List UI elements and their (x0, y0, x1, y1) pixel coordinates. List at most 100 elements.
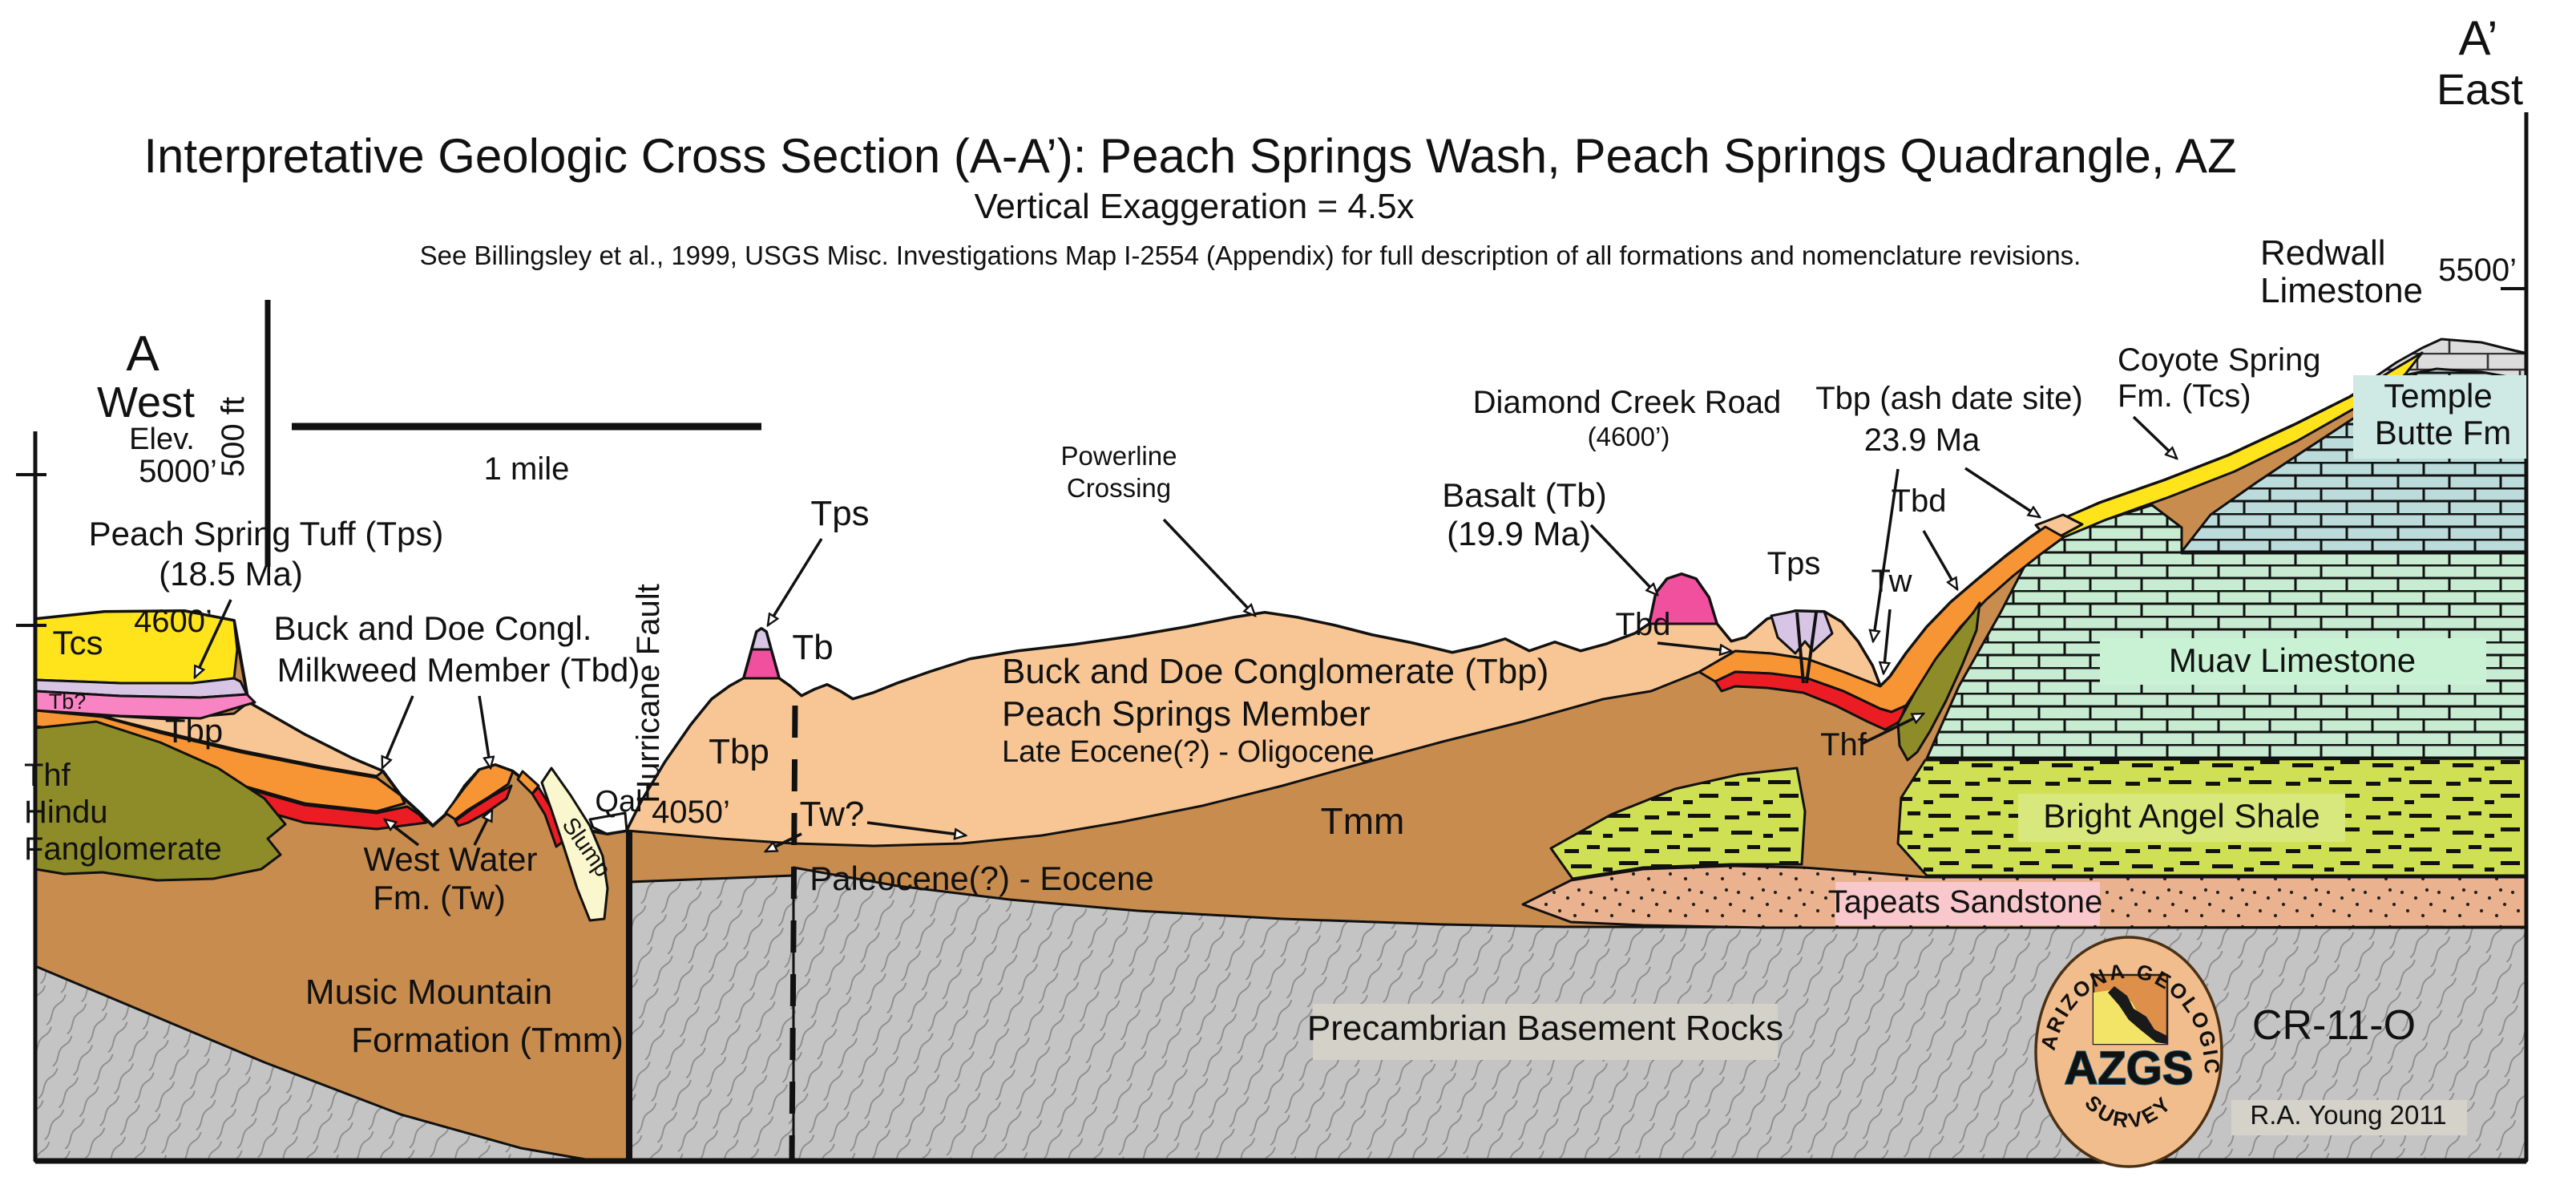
tbd-east-arrow-1 (1657, 641, 1731, 651)
coyote-spring-east-band (2044, 351, 2424, 539)
slump-body (540, 766, 609, 922)
dashed-fault-line (789, 705, 798, 1162)
coyote-1-label: Coyote Spring (2118, 342, 2320, 378)
temple-butte-1-label: Temple (2384, 377, 2492, 415)
elev-5000-label: 5000’ (139, 454, 217, 489)
muav-limestone-label: Muav Limestone (2169, 641, 2416, 679)
thf-1-label: Thf (24, 758, 71, 793)
qal-label-label: Qal (595, 785, 642, 819)
thf-west-blob (34, 720, 287, 882)
bright-angel-label: Bright Angel Shale (2043, 797, 2320, 835)
powerline-2-label: Crossing (1067, 473, 1171, 503)
tps-west-arrow (193, 599, 232, 677)
tw-query-arrow-2 (866, 821, 966, 835)
west-water-2-label: Fm. (Tw) (373, 879, 506, 916)
elev-5500-label: 5500’ (2438, 253, 2517, 288)
tbd-west-rim (444, 763, 515, 821)
tps-butte-cap (750, 627, 773, 651)
peach-spring-age-label: (18.5 Ma) (159, 555, 303, 593)
muav-box (2100, 638, 2486, 685)
ash-age-arrow (1964, 467, 2040, 517)
west-water-1-label: West Water (363, 840, 537, 878)
temple-box (2353, 375, 2526, 459)
peach-spring-tuff-label: Peach Spring Tuff (Tps) (89, 515, 444, 552)
tb-butte-label: Tb (792, 628, 833, 667)
tapeats-label: Tapeats Sandstone (1828, 884, 2102, 920)
azgs-state-shape (2092, 973, 2169, 1046)
thf-east-label: Thf (1820, 727, 1867, 762)
redwall-2-label: Limestone (2260, 271, 2423, 310)
bright-angel-shale-west (1549, 766, 1807, 880)
tb-query-label: Tb? (49, 690, 87, 714)
title-label: Interpretative Geologic Cross Section (A… (143, 129, 2236, 183)
tps-graben-east (1770, 609, 1834, 655)
tbd-east-2-label: Tbd (1892, 483, 1947, 519)
paleocene-eocene-label: Paleocene(?) - Eocene (810, 859, 1154, 897)
tw-east-label: Tw (1871, 564, 1912, 599)
ash-date-site-label: Tbp (ash date site) (1815, 381, 2083, 416)
author-box (2231, 1100, 2467, 1135)
tbd-west-arrow-2 (478, 695, 491, 768)
tw-query-arrow-1 (765, 832, 802, 853)
buck-doe-2-label: Peach Springs Member (1002, 694, 1371, 734)
tbp-west-label: Tbp (165, 712, 223, 750)
music-mountain-1-label: Music Mountain (305, 973, 552, 1012)
tcs-west-label: Tcs (53, 624, 103, 661)
tw-west-rim (454, 784, 513, 827)
tb-butte-cap (742, 648, 781, 680)
diamond-creek-elev-label: (4600’) (1588, 422, 1670, 451)
redwall-1-label: Redwall (2260, 233, 2386, 273)
basalt-arrow (1589, 524, 1657, 595)
ash-site-arrow (1873, 468, 1900, 641)
buck-doe-3-label: Late Eocene(?) - Oligocene (1002, 735, 1375, 769)
tps-graben-faults (1795, 612, 1818, 684)
powerline-arrow (1162, 518, 1255, 616)
tps-butte-arrow (768, 538, 823, 625)
tps-butte-label: Tps (810, 494, 869, 533)
direction-east-label: East (2437, 66, 2523, 114)
hurricane-fault-label: Hurricane Fault (631, 584, 666, 803)
elev-label-label: Elev. (129, 423, 195, 456)
tw-west-arrow-2 (473, 810, 494, 846)
tbp-west-lens (101, 701, 385, 778)
tb-query-band (34, 690, 256, 720)
map-id-label: CR-11-O (2252, 1002, 2416, 1049)
tbp-butte-label: Tbp (709, 732, 769, 771)
elev-4600-label: 4600’ (134, 604, 212, 639)
basalt-label-label: Basalt (Tb) (1442, 476, 1606, 514)
precambrian-box (1313, 1004, 1778, 1060)
tw-west-arrow-1 (385, 819, 420, 847)
precambrian-label: Precambrian Basement Rocks (1307, 1009, 1783, 1048)
buck-doe-congl-label: Buck and Doe Congl. (274, 609, 592, 647)
bright-angel-box (2018, 794, 2345, 842)
temple-butte-2-label: Butte Fm (2375, 414, 2511, 451)
tbd-east-arrow-2 (1922, 530, 1959, 589)
thf-3-label: Fanglomerate (24, 831, 222, 867)
reference-note-label: See Billingsley et al., 1999, USGS Misc.… (420, 241, 2081, 270)
tmm-center-label: Tmm (1321, 800, 1405, 842)
elev-4050-label: 4050’ (652, 795, 730, 830)
buck-doe-1-label: Buck and Doe Conglomerate (Tbp) (1002, 652, 1548, 691)
coyote-arrow (2132, 415, 2177, 459)
tps-east-label: Tps (1767, 546, 1821, 581)
scale-horizontal-label: 1 mile (484, 451, 570, 487)
basalt-age-label: (19.9 Ma) (1447, 515, 1591, 552)
powerline-1-label: Powerline (1061, 441, 1177, 471)
azgs-acronym: AZGS (2064, 1042, 2193, 1094)
tw-query-label: Tw? (800, 795, 865, 834)
thf-2-label: Hindu (24, 795, 108, 830)
qal-pocket (588, 811, 628, 835)
endpoint-a-prime-label: A’ (2459, 11, 2498, 65)
diamond-creek-road-label: Diamond Creek Road (1473, 385, 1782, 420)
endpoint-a-label: A (126, 326, 159, 382)
tbp-main-mass (625, 609, 1882, 847)
thf-east-arrow (1860, 712, 1924, 746)
tbd-west-arrow-1 (381, 695, 414, 768)
tbd-east-1-label: Tbd (1616, 607, 1671, 642)
scale-vertical-label: 500 ft (216, 397, 251, 477)
direction-west-label: West (97, 378, 195, 427)
music-mountain-2-label: Formation (Tmm) (351, 1021, 624, 1060)
tw-east-arrow (1884, 609, 1892, 673)
tapeats-box (1835, 882, 2100, 925)
